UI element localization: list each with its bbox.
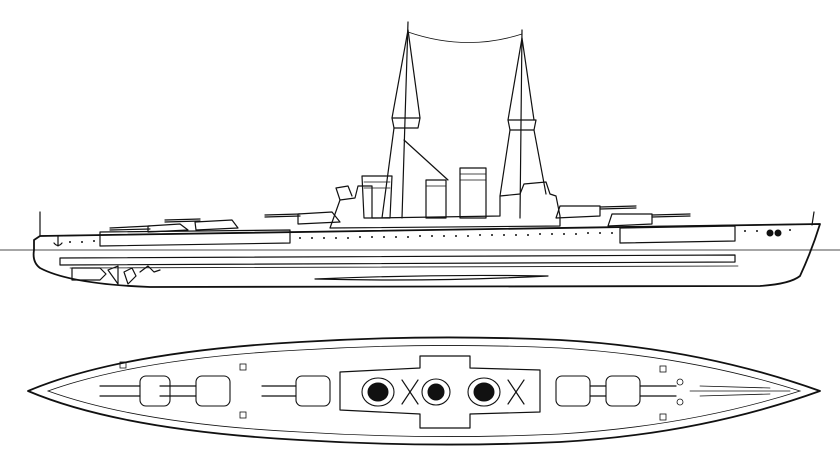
aft-mast	[381, 21, 449, 219]
turret-plan	[605, 375, 677, 407]
funnel-plan	[361, 377, 395, 407]
funnel	[361, 175, 393, 219]
turret-plan	[261, 375, 331, 407]
turret-plan	[99, 375, 171, 407]
mast-base	[401, 379, 419, 405]
boot-topping	[69, 265, 739, 269]
anchor-icon	[53, 235, 63, 247]
profile-view	[0, 21, 840, 288]
bilge-keel	[314, 274, 549, 281]
funnel	[425, 179, 447, 219]
bow-fittings	[689, 385, 791, 397]
upper-deck-line	[39, 223, 821, 237]
superstructure	[329, 181, 561, 229]
funnel	[459, 167, 487, 219]
plan-hull	[27, 336, 821, 446]
casemate-deck	[99, 225, 736, 247]
turret-profile	[264, 211, 341, 225]
turret-plan	[159, 375, 231, 407]
plan-deck-edge	[46, 345, 802, 437]
profile-hull	[32, 223, 821, 288]
funnel-plan	[421, 378, 451, 406]
turret-profile	[109, 223, 189, 233]
plan-view	[27, 336, 821, 446]
deck-fittings	[119, 361, 684, 421]
aft-superstructure	[335, 185, 353, 201]
jack-staff	[811, 211, 815, 226]
armor-belt	[59, 254, 736, 266]
hawsepipe-icon	[774, 229, 782, 237]
central-deckhouse	[339, 355, 541, 429]
fore-mast	[499, 29, 547, 219]
portholes	[69, 229, 791, 243]
rudder-propeller	[71, 265, 161, 285]
turret-profile	[164, 218, 239, 231]
antenna-wire	[407, 31, 523, 43]
mast-base	[507, 379, 525, 405]
hawsepipe-icon	[766, 229, 774, 237]
turret-profile	[555, 205, 637, 219]
funnel-plan	[467, 377, 501, 407]
turret-profile	[607, 213, 691, 227]
